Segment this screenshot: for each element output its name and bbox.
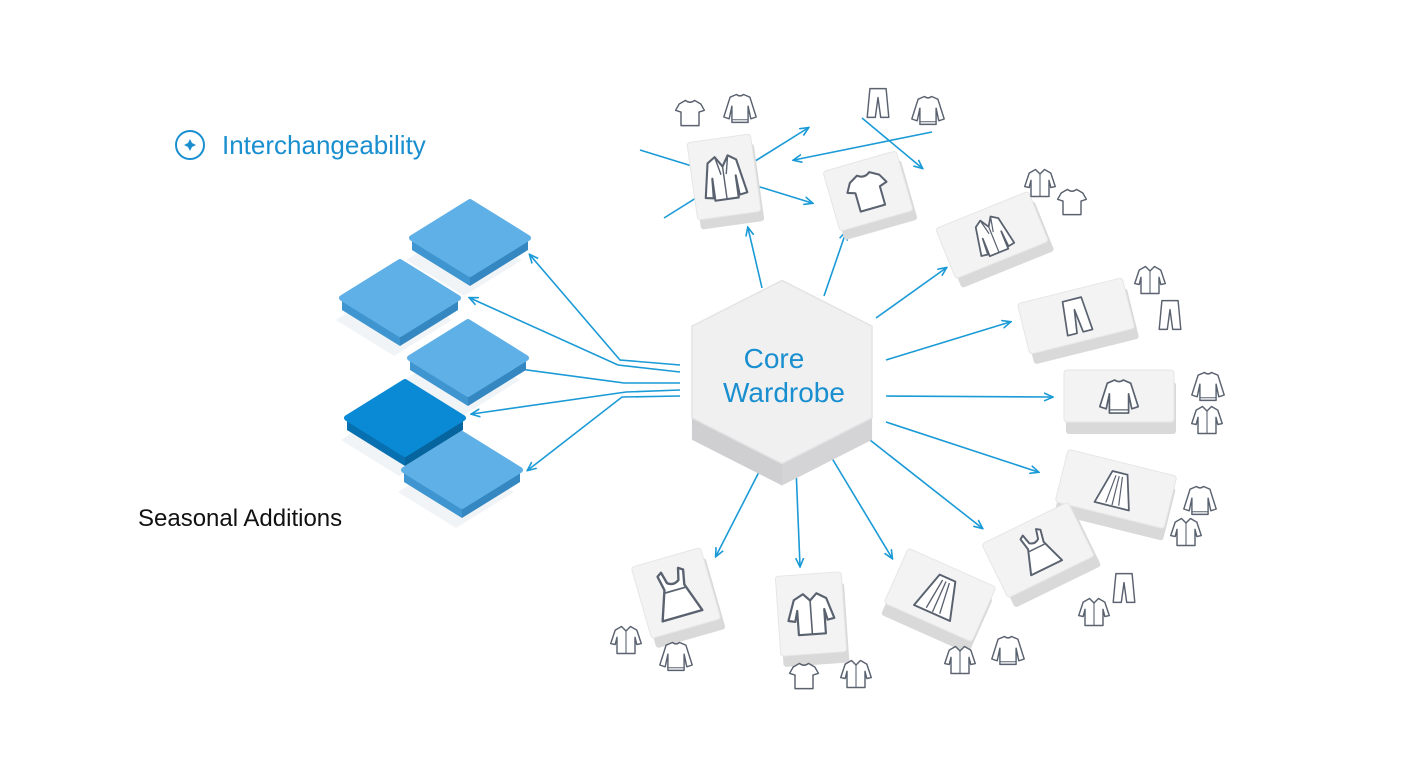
connector-arrow bbox=[885, 396, 1052, 397]
garment-icon bbox=[659, 641, 693, 672]
connector-arrow bbox=[530, 255, 681, 366]
box-shirt bbox=[774, 571, 850, 667]
connector-arrow bbox=[748, 228, 763, 289]
connector-arrow bbox=[829, 454, 892, 558]
connector-arrow bbox=[470, 298, 681, 373]
connector-arrow bbox=[716, 469, 761, 556]
garment-icon bbox=[723, 93, 757, 124]
garment-icon bbox=[839, 659, 873, 689]
connector-arrow bbox=[869, 439, 982, 528]
connector-arrow bbox=[823, 232, 846, 297]
box-sweater bbox=[1063, 369, 1176, 434]
garment-boxes bbox=[609, 87, 1225, 690]
garment-icon bbox=[1133, 265, 1167, 295]
garment-icon bbox=[1112, 572, 1136, 604]
garment-icon bbox=[1169, 517, 1203, 547]
hub-title-line2: Wardrobe bbox=[723, 377, 845, 408]
garment-icon bbox=[911, 95, 945, 126]
garment-icon bbox=[788, 662, 820, 690]
seasonal-tile-5 bbox=[398, 431, 523, 528]
garment-icon bbox=[609, 625, 643, 655]
connector-arrow bbox=[861, 117, 922, 168]
garment-icon bbox=[1077, 597, 1111, 627]
box-skirt bbox=[1054, 449, 1177, 541]
connector-arrow bbox=[885, 322, 1010, 361]
garment-icon bbox=[991, 635, 1025, 666]
connector-arrow bbox=[490, 365, 680, 384]
seasonal-additions-label: Seasonal Additions bbox=[138, 505, 342, 532]
box-coat bbox=[935, 191, 1054, 288]
box-long-skirt bbox=[881, 548, 996, 653]
seasonal-tiles bbox=[336, 199, 531, 528]
garment-icon bbox=[866, 87, 890, 119]
core-wardrobe-hub bbox=[691, 279, 873, 486]
box-tshirt bbox=[823, 150, 918, 240]
hub-title-line1: Core bbox=[744, 343, 805, 374]
garment-icon bbox=[1190, 405, 1224, 435]
interchangeability-label: Interchangeability bbox=[222, 130, 426, 160]
connector-arrow bbox=[796, 467, 800, 566]
garment-icon bbox=[1183, 485, 1217, 516]
garment-icon bbox=[1158, 299, 1182, 331]
garment-icon bbox=[1191, 371, 1225, 402]
connector-arrow bbox=[885, 421, 1038, 472]
connector-arrow bbox=[875, 268, 946, 319]
box-dress-left bbox=[631, 547, 726, 648]
interchangeability-icon bbox=[175, 130, 205, 160]
box-dress-right bbox=[982, 502, 1101, 607]
garment-icon bbox=[674, 99, 706, 127]
box-trousers bbox=[1017, 277, 1139, 364]
connector-arrow bbox=[794, 131, 933, 160]
connector-arrow bbox=[528, 395, 681, 470]
seasonal-tile-2 bbox=[336, 259, 461, 356]
garment-icon bbox=[1023, 168, 1057, 198]
garment-icon bbox=[1056, 188, 1088, 216]
garment-icon bbox=[943, 645, 977, 675]
connector-arrow bbox=[472, 389, 681, 414]
box-jacket bbox=[686, 133, 765, 230]
seasonal-tile-1 bbox=[406, 199, 531, 296]
